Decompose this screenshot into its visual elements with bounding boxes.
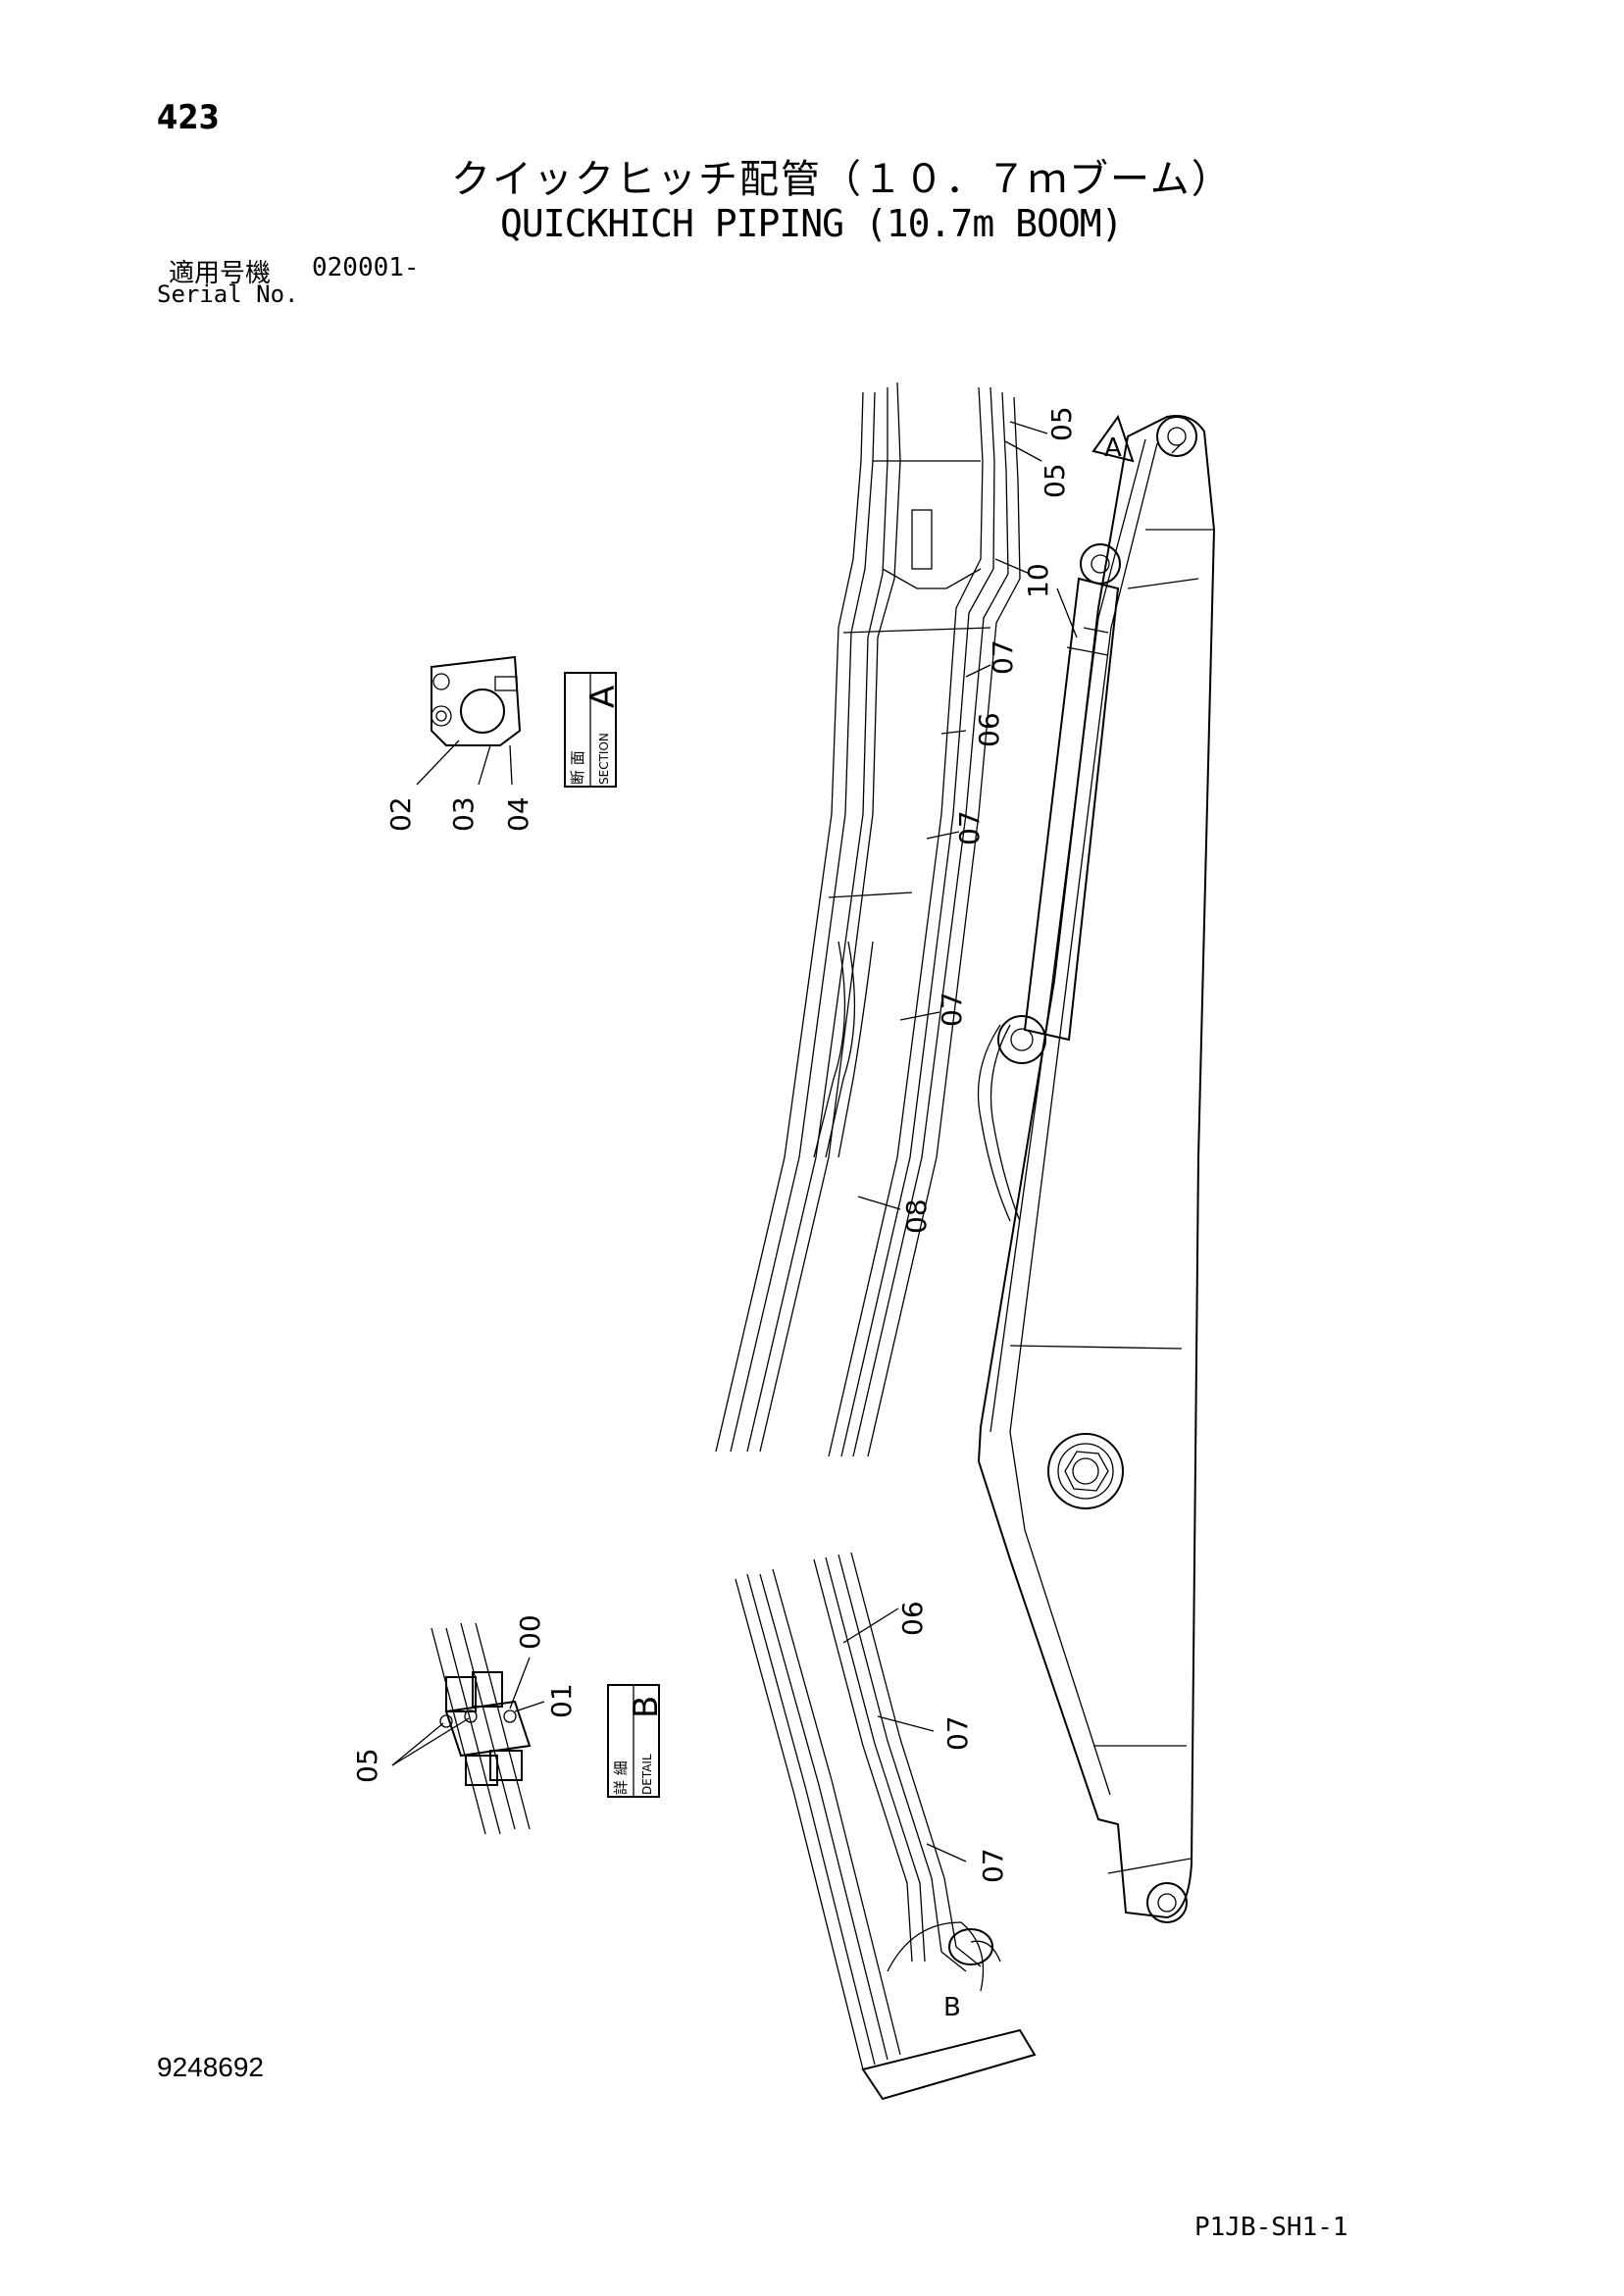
serial-label-english: Serial No. (157, 281, 299, 308)
part-label-07: 07 (977, 1848, 1009, 1883)
boom-cylinder (977, 543, 1121, 1222)
section-a-inset: 断 面 SECTION A (416, 655, 623, 788)
part-label-05: 05 (1039, 463, 1071, 498)
serial-label-japanese: 適用号機 (169, 259, 272, 288)
part-label-05: 05 (1045, 406, 1078, 441)
svg-text:A: A (1104, 434, 1122, 463)
part-label-06: 06 (896, 1601, 929, 1636)
part-label-03: 03 (447, 796, 480, 832)
svg-text:B: B (943, 1993, 961, 2022)
view-marker-b: B (943, 1928, 993, 2022)
part-label-08: 08 (900, 1199, 933, 1234)
detail-b-inset: 詳 細 DETAIL B (391, 1622, 666, 1835)
part-label-07: 07 (936, 992, 968, 1027)
part-label-05: 05 (351, 1748, 383, 1783)
part-label-07: 07 (987, 639, 1019, 675)
arm-upper-pipes (715, 382, 1021, 1457)
arm-lower-pipes (735, 1552, 1037, 2101)
page-number: 423 (157, 98, 220, 137)
detail-b-english: DETAIL (640, 1754, 654, 1795)
sheet-code: P1JB-SH1-1 (1194, 2213, 1348, 2242)
part-label-07: 07 (953, 810, 986, 845)
part-label-02: 02 (384, 796, 417, 832)
part-label-06: 06 (973, 712, 1005, 747)
part-label-01: 01 (545, 1683, 578, 1718)
part-labels: 05 05 10 07 06 07 07 08 02 03 04 00 01 0… (351, 406, 1078, 1883)
part-label-10: 10 (1022, 563, 1054, 598)
part-label-07: 07 (941, 1715, 974, 1751)
leader-lines (842, 421, 1048, 1862)
part-label-00: 00 (514, 1614, 546, 1650)
section-a-letter: A (584, 686, 623, 708)
page-title-japanese: クイックヒッチ配管（１０．７ｍブーム） (451, 157, 1233, 202)
section-a-english: SECTION (597, 733, 611, 785)
boom-structure (977, 415, 1216, 1923)
detail-b-japanese: 詳 細 (612, 1760, 630, 1795)
section-a-japanese: 断 面 (569, 750, 586, 785)
page-title-english: QUICKHICH PIPING (10.7m BOOM) (500, 202, 1123, 245)
part-label-04: 04 (502, 796, 534, 832)
drawing-number: 9248692 (157, 2052, 265, 2082)
detail-b-letter: B (627, 1696, 666, 1718)
view-marker-a: A (1091, 414, 1135, 463)
serial-number-value: 020001- (312, 253, 420, 282)
